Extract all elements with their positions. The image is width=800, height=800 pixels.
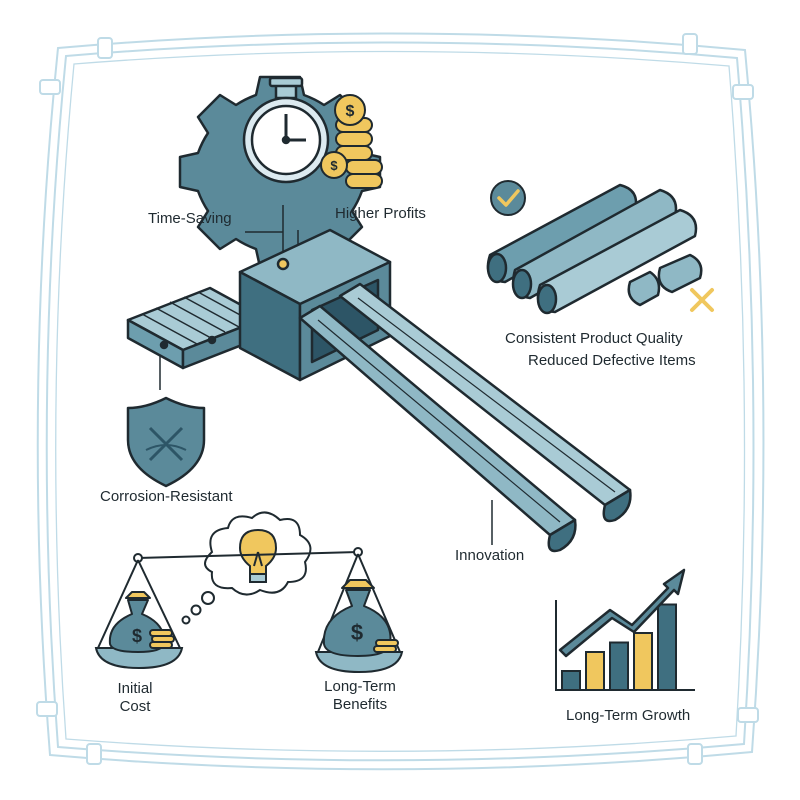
label-higher-profits: Higher Profits: [335, 205, 426, 222]
stopwatch-icon: [242, 76, 330, 184]
growth-bar: [609, 641, 629, 691]
label-consistent-quality: Consistent Product Quality: [505, 330, 683, 347]
shield-icon: [126, 396, 206, 488]
label-long-term-growth: Long-Term Growth: [566, 707, 691, 724]
pipe-segments-icon: [486, 183, 703, 315]
coin-dollar-glyph: $: [346, 103, 355, 120]
growth-arrow-icon: [558, 568, 686, 658]
label-corrosion-resistant: Corrosion-Resistant: [100, 488, 233, 505]
label-initial-cost: Initial Cost: [105, 680, 165, 716]
coin-dollar-glyph-small: $: [330, 158, 338, 173]
label-initial-cost-line1: Initial: [117, 680, 153, 697]
decorative-frame: [36, 32, 765, 771]
money-bag-icon: $: [108, 591, 175, 653]
coin-stack-icon: $ $: [320, 94, 383, 189]
growth-bar: [657, 603, 677, 691]
lightbulb-icon: [238, 528, 278, 583]
money-bag-dollar-right: $: [351, 620, 363, 645]
growth-bar: [585, 651, 605, 691]
money-bag-dollar-left: $: [132, 626, 142, 646]
money-bag-icon-large: $: [322, 579, 399, 657]
thought-bubble: [181, 511, 312, 625]
label-long-term-benefits-line2: Benefits: [332, 696, 388, 713]
label-reduced-defects: Reduced Defective Items: [528, 352, 696, 369]
label-long-term-benefits: Long-Term Benefits: [315, 678, 405, 714]
cross-mark-icon: [690, 288, 714, 312]
balance-scale-icon: [94, 547, 404, 674]
label-long-term-benefits-line1: Long-Term: [324, 678, 396, 695]
growth-chart: [555, 600, 695, 691]
growth-bar: [561, 670, 581, 691]
label-innovation: Innovation: [455, 547, 525, 564]
growth-bar: [633, 632, 653, 691]
checkmark-icon: [490, 180, 526, 216]
rail-pipes-icon: [298, 282, 632, 553]
label-initial-cost-line2: Cost: [119, 698, 151, 715]
label-time-saving: Time-Saving: [148, 210, 232, 227]
